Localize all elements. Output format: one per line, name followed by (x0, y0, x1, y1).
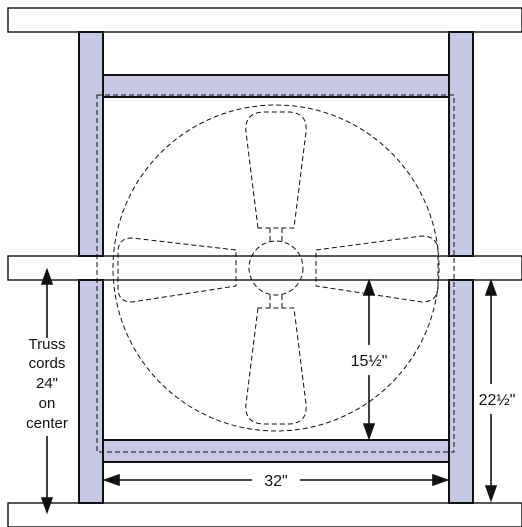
bay-width-label: 32" (264, 473, 287, 490)
fan-blade-top (245, 111, 307, 229)
joist-left-upper (78, 31, 104, 257)
fan-sweep-circle (112, 104, 440, 432)
truss-chord-bottom (7, 502, 522, 527)
truss-note-line-1: Truss (29, 336, 66, 353)
truss-chord-top (7, 7, 522, 33)
arrowhead-down (40, 497, 54, 515)
arrowhead-up (40, 267, 54, 285)
brace-outline-dashed (96, 94, 455, 453)
bay-height-label: 22½" (479, 392, 516, 409)
truss-chord-middle (7, 255, 522, 281)
blocking-lower (102, 439, 450, 463)
fan-blade-left (117, 237, 237, 303)
joist-left-lower (78, 279, 104, 504)
fan-clearance-label: 15½" (351, 353, 388, 370)
arrowhead-right (432, 473, 450, 487)
joist-right-lower (448, 279, 474, 504)
dimension-fan-clearance (362, 278, 376, 441)
truss-note-line-3: 24" (36, 375, 58, 392)
arrowhead-down (484, 485, 498, 503)
dimension-bay-width (102, 473, 450, 487)
truss-note-line-4: on (39, 395, 56, 412)
dimension-bay-height (484, 278, 498, 503)
fan-blade-bottom (245, 307, 307, 425)
arrowhead-up (362, 278, 376, 296)
arrowhead-left (102, 473, 120, 487)
fan-hub (248, 240, 304, 296)
blocking-upper (102, 74, 450, 98)
truss-note-line-2: cords (29, 355, 66, 372)
arrowhead-down (362, 423, 376, 441)
fan-blade-right (315, 235, 439, 303)
dimension-truss-spacing (40, 267, 54, 515)
joist-right-upper (448, 31, 474, 257)
truss-note-line-5: center (26, 415, 68, 432)
arrowhead-up (484, 278, 498, 296)
ceiling-fan-outline (112, 104, 440, 432)
